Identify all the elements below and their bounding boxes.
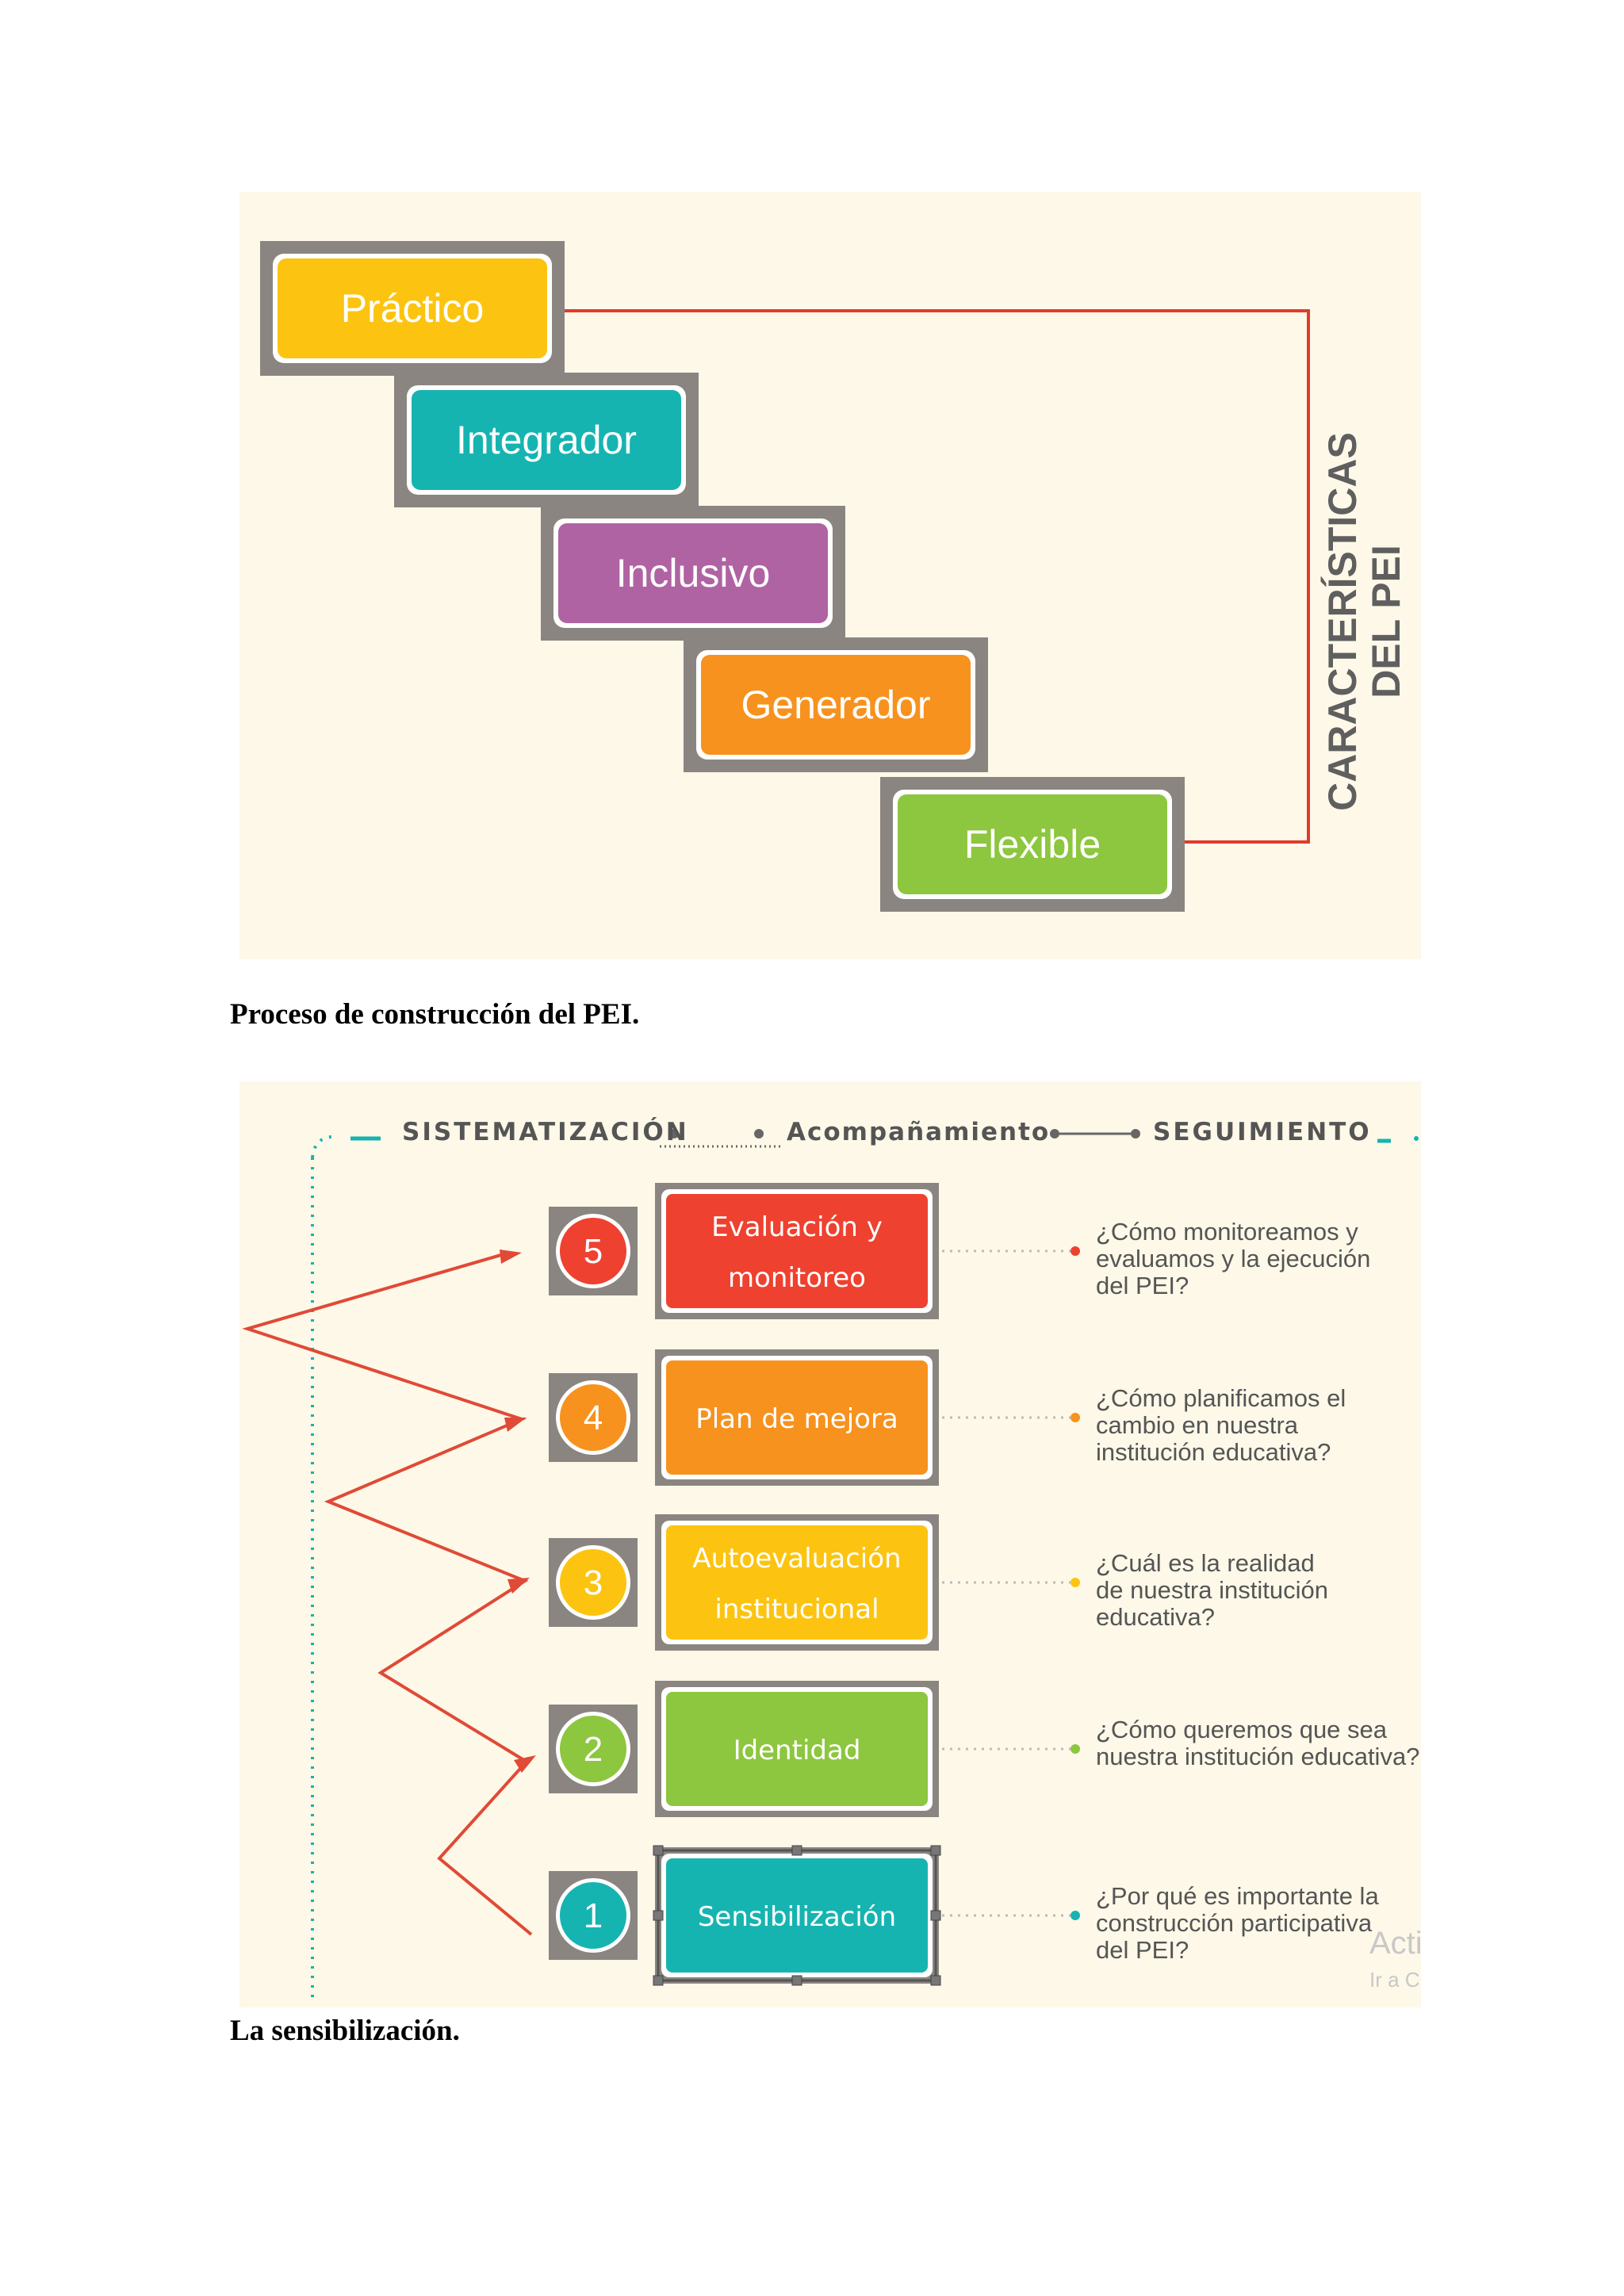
watermark-line1: Acti [1369, 1926, 1421, 1961]
characteristic-item: Práctico [260, 241, 565, 376]
characteristic-label: Flexible [964, 822, 1101, 867]
selection-frame [653, 1845, 941, 1986]
step-question: del PEI? [1096, 1272, 1189, 1299]
bracket-line [561, 309, 1310, 844]
step-label: Sensibilización [698, 1901, 896, 1933]
step-question: construcción participativa [1096, 1909, 1373, 1937]
process-step: 4 Plan de mejora ¿Cómo planificamos elcamb… [549, 1349, 1346, 1486]
characteristic-label: Inclusivo [616, 551, 771, 595]
process-step: 5 Evaluación y monitoreo ¿Cómo monitoreamos… [549, 1183, 1370, 1319]
step-question: del PEI? [1096, 1936, 1189, 1964]
characteristic-label: Integrador [456, 418, 637, 462]
step-question: ¿Cómo queremos que sea [1096, 1716, 1388, 1743]
step-number: 5 [584, 1232, 603, 1271]
process-step: 2 Identidad ¿Cómo queremos que seanuestra … [549, 1681, 1419, 1817]
watermark-line2: Ir a C [1369, 1968, 1420, 1992]
step-label: monitoreo [728, 1262, 866, 1294]
header-seguimiento: SEGUIMIENTO [1153, 1118, 1372, 1146]
step-number: 2 [584, 1730, 603, 1769]
step-question: ¿Cómo monitoreamos y [1096, 1218, 1358, 1246]
step-number: 1 [584, 1896, 603, 1935]
process-step: 1 Sensibilización ¿Por qué es importante l… [549, 1847, 1379, 1984]
pei-process-diagram: SISTEMATIZACIÓN Acompañamiento SEGUIMIEN… [239, 1081, 1421, 2007]
characteristic-item: Inclusivo [541, 506, 845, 641]
step-question: ¿Cómo planificamos el [1096, 1384, 1346, 1412]
characteristic-item: Generador [684, 637, 988, 772]
step-label: institucional [714, 1594, 879, 1625]
step-question: nuestra institución educativa? [1096, 1743, 1419, 1770]
side-title-line1: CARACTERÍSTICAS [1320, 432, 1365, 811]
caption-sensitization: La sensibilización. [230, 2015, 460, 2047]
process-step: 3 Autoevaluación institucional ¿Cuál es la … [549, 1514, 1328, 1651]
header-acompanamiento: Acompañamiento [787, 1118, 1050, 1146]
step-question: de nuestra institución [1096, 1576, 1328, 1604]
step-question: evaluamos y la ejecución [1096, 1245, 1370, 1272]
step-number: 4 [584, 1399, 603, 1437]
step-question: educativa? [1096, 1603, 1215, 1631]
step-question: institución educativa? [1096, 1438, 1331, 1466]
step-question: ¿Por qué es importante la [1096, 1882, 1379, 1910]
header-sistematizacion: SISTEMATIZACIÓN [402, 1117, 689, 1146]
characteristic-label: Práctico [341, 286, 485, 331]
characteristic-item: Integrador [394, 373, 699, 507]
step-label: Identidad [733, 1735, 861, 1766]
step-number: 3 [584, 1563, 603, 1602]
step-label: Autoevaluación [692, 1543, 901, 1575]
side-title-line2: DEL PEI [1364, 545, 1408, 698]
caption-construction-process: Proceso de construcción del PEI. [230, 998, 640, 1031]
step-label: Plan de mejora [695, 1403, 898, 1435]
step-label: Evaluación y [711, 1211, 883, 1243]
step-question: ¿Cuál es la realidad [1096, 1549, 1315, 1577]
characteristic-label: Generador [741, 683, 930, 727]
step-question: cambio en nuestra [1096, 1411, 1299, 1439]
characteristic-item: Flexible [880, 777, 1185, 912]
